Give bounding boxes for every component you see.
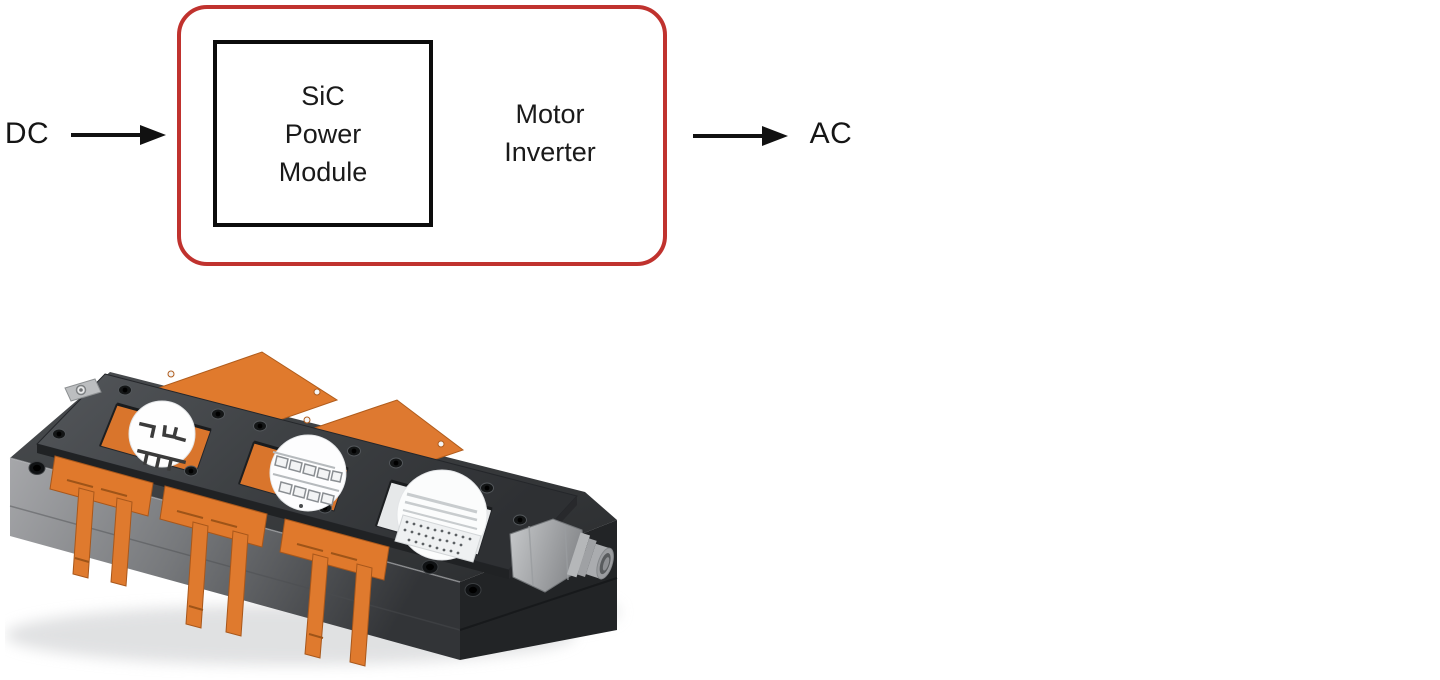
copper-terminal-tabs: [49, 455, 390, 667]
dc-arrow-icon: [71, 125, 166, 145]
ac-output-label: AC: [809, 117, 853, 150]
sic-power-module-render: [5, 351, 620, 667]
ground-lug: [64, 378, 102, 402]
die-detail-callouts: [128, 400, 488, 563]
motor-inverter-label: Motor Inverter: [504, 99, 596, 167]
sic-power-module-box: SiC Power Module: [213, 40, 433, 227]
sic-power-module-label: SiC Power Module: [278, 80, 368, 187]
ac-arrow-icon: [693, 126, 788, 146]
coolant-fitting: [509, 518, 614, 593]
dc-input-label: DC: [4, 117, 50, 150]
